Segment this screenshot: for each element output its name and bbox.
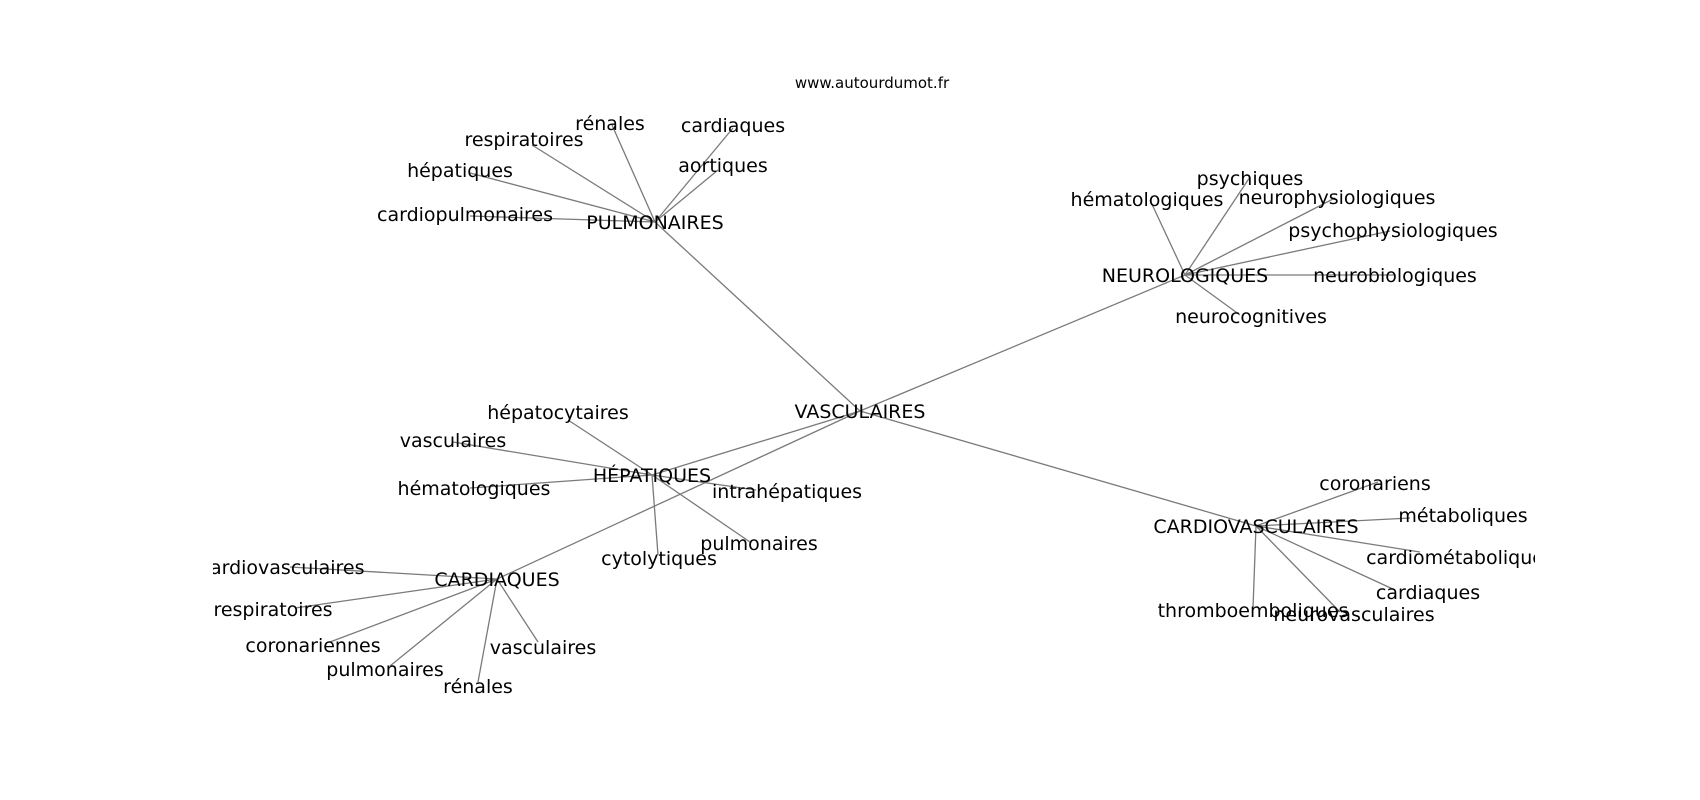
hub-node-label: CARDIOVASCULAIRES bbox=[1153, 516, 1358, 538]
edge-hub-to-leaf bbox=[654, 169, 719, 223]
edge-hub-to-leaf bbox=[294, 578, 498, 609]
leaf-node-label: psychophysiologiques bbox=[1288, 220, 1497, 242]
leaf-node-label: psychiques bbox=[1197, 168, 1304, 190]
leaf-node-label: neurobiologiques bbox=[1313, 265, 1477, 287]
edge-hub-to-leaf bbox=[651, 474, 751, 543]
leaf-node-label: hématologiques bbox=[1071, 189, 1224, 211]
leaf-node-label: vasculaires bbox=[490, 637, 596, 659]
leaf-node-label: cardiovasculaires bbox=[200, 557, 365, 579]
edge-hub-to-leaf bbox=[1184, 230, 1391, 276]
hub-node-label: NEUROLOGIQUES bbox=[1102, 265, 1268, 287]
edge-hub-to-leaf bbox=[531, 144, 656, 223]
leaf-node-label: thromboemboliques bbox=[1158, 600, 1349, 622]
edge-hub-to-leaf bbox=[469, 474, 653, 489]
leaf-node-label: neurovasculaires bbox=[1273, 604, 1434, 626]
edge-hub-to-leaf bbox=[477, 578, 498, 683]
leaf-node-label: intrahépatiques bbox=[712, 481, 862, 503]
leaf-node-label: coronariens bbox=[1319, 473, 1431, 495]
edge-hub-to-leaf bbox=[1255, 481, 1379, 527]
leaf-node-label: cardiométaboliques bbox=[1366, 547, 1554, 569]
leaf-node-label: vasculaires bbox=[400, 430, 506, 452]
edge-hub-to-leaf bbox=[654, 127, 734, 223]
leaf-node-label: pulmonaires bbox=[326, 659, 443, 681]
edge-hub-to-leaf bbox=[469, 215, 656, 223]
leaf-node-label: hépatocytaires bbox=[487, 402, 629, 424]
edge-hub-to-leaf bbox=[1255, 525, 1396, 591]
leaf-node-label: rénales bbox=[575, 113, 645, 135]
leaf-node-label: aortiques bbox=[678, 155, 768, 177]
edge-hub-to-leaf bbox=[1255, 525, 1421, 553]
edge-hub-to-leaf bbox=[1255, 525, 1341, 613]
leaf-node-label: cardiopulmonaires bbox=[377, 204, 553, 226]
leaf-node-label: rénales bbox=[443, 676, 513, 698]
edge-center-to-hub bbox=[859, 274, 1186, 412]
edge-hub-to-leaf bbox=[651, 474, 659, 556]
edge-hub-to-leaf bbox=[611, 124, 656, 223]
edge-center-to-hub bbox=[859, 410, 1257, 527]
leaf-node-label: neurophysiologiques bbox=[1239, 187, 1436, 209]
edge-hub-to-leaf bbox=[567, 419, 653, 476]
leaf-node-label: hématologiques bbox=[398, 478, 551, 500]
edge-hub-to-leaf bbox=[1252, 525, 1257, 609]
edge-center-to-hub bbox=[496, 410, 861, 580]
leaf-node-label: respiratoires bbox=[213, 599, 332, 621]
leaf-node-label: cardiaques bbox=[1376, 582, 1480, 604]
leaf-node-label: métaboliques bbox=[1398, 505, 1527, 527]
hub-node-label: HÉPATIQUES bbox=[593, 464, 711, 487]
edge-hub-to-leaf bbox=[496, 578, 539, 643]
edge-hub-to-leaf bbox=[469, 172, 656, 223]
leaf-node-label: neurocognitives bbox=[1175, 306, 1327, 328]
edge-hub-to-leaf bbox=[289, 566, 498, 580]
site-credit: www.autourdumot.fr bbox=[795, 74, 950, 92]
leaf-node-label: respiratoires bbox=[464, 129, 583, 151]
edge-center-to-hub bbox=[651, 410, 861, 476]
hub-node-label: CARDIAQUES bbox=[434, 569, 559, 591]
edge-hub-to-leaf bbox=[1184, 176, 1251, 276]
leaf-node-label: cardiaques bbox=[681, 115, 785, 137]
edges bbox=[289, 124, 1421, 683]
center-node-label: VASCULAIRES bbox=[795, 401, 926, 423]
hub-node-label: PULMONAIRES bbox=[586, 212, 723, 234]
leaf-node-label: pulmonaires bbox=[700, 533, 817, 555]
leaf-node-label: cytolytiques bbox=[601, 548, 717, 570]
leaf-node-label: coronariennes bbox=[245, 635, 380, 657]
edge-center-to-hub bbox=[654, 221, 861, 412]
edge-hub-to-leaf bbox=[1184, 274, 1241, 316]
leaf-node-label: hépatiques bbox=[407, 160, 513, 182]
labels: VASCULAIRES PULMONAIRES rénales cardiaques r… bbox=[200, 113, 1554, 698]
edge-hub-to-leaf bbox=[1149, 199, 1186, 276]
edge-hub-to-leaf bbox=[452, 441, 653, 476]
edge-hub-to-leaf bbox=[1255, 517, 1411, 527]
edge-hub-to-leaf bbox=[389, 578, 498, 667]
edge-hub-to-leaf bbox=[1184, 197, 1336, 276]
edge-hub-to-leaf bbox=[329, 578, 498, 643]
